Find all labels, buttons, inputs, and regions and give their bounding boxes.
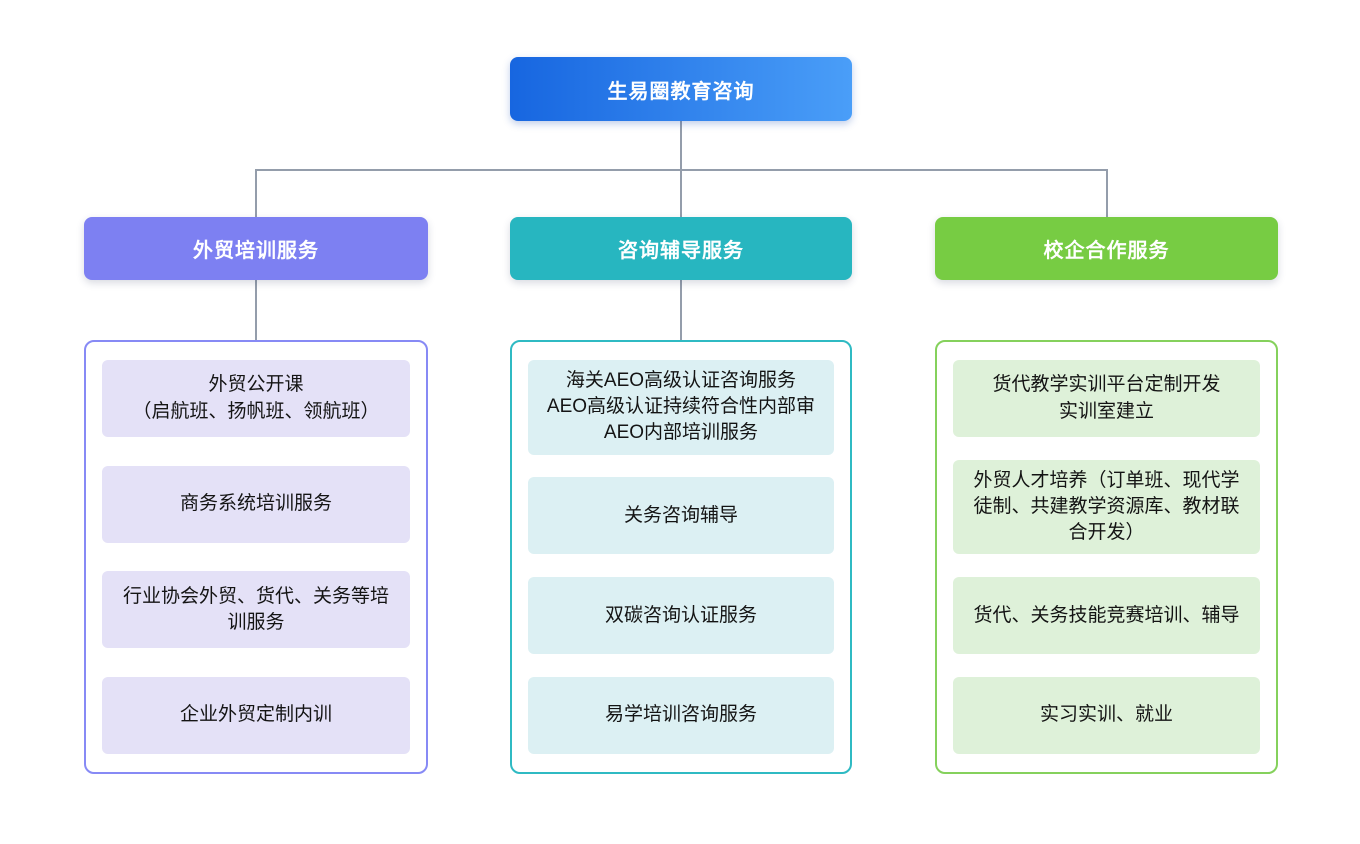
service-item: 实习实训、就业 [953, 677, 1260, 754]
connector-drop-right [1106, 169, 1108, 217]
branch-panel: 外贸公开课 （启航班、扬帆班、领航班） 商务系统培训服务行业协会外贸、货代、关务等… [84, 340, 428, 774]
root-node: 生易圈教育咨询 [510, 57, 852, 121]
branch-header-foreign-trade-training: 外贸培训服务 [84, 217, 428, 280]
service-item: 海关AEO高级认证咨询服务 AEO高级认证持续符合性内部审 AEO内部培训服务 [528, 360, 834, 455]
branch-panel: 海关AEO高级认证咨询服务 AEO高级认证持续符合性内部审 AEO内部培训服务关… [510, 340, 852, 774]
connector-sub-left [255, 280, 257, 340]
service-item: 货代教学实训平台定制开发 实训室建立 [953, 360, 1260, 437]
branch-header-consulting-coaching: 咨询辅导服务 [510, 217, 852, 280]
service-item: 外贸人才培养（订单班、现代学徒制、共建教学资源库、教材联合开发） [953, 459, 1260, 555]
service-item: 外贸公开课 （启航班、扬帆班、领航班） [102, 360, 410, 437]
connector-drop-center [680, 169, 682, 217]
service-item: 行业协会外贸、货代、关务等培训服务 [102, 571, 410, 649]
service-item: 商务系统培训服务 [102, 465, 410, 543]
connector-sub-center [680, 280, 682, 340]
service-item: 关务咨询辅导 [528, 477, 834, 555]
branch-panel: 货代教学实训平台定制开发 实训室建立外贸人才培养（订单班、现代学徒制、共建教学资… [935, 340, 1278, 774]
service-item: 货代、关务技能竞赛培训、辅导 [953, 577, 1260, 655]
service-item: 企业外贸定制内训 [102, 676, 410, 754]
branch-header-school-enterprise-cooperation: 校企合作服务 [935, 217, 1278, 280]
service-item: 易学培训咨询服务 [528, 677, 834, 754]
service-item: 双碳咨询认证服务 [528, 577, 834, 655]
connector-root-down [680, 121, 682, 170]
connector-drop-left [255, 169, 257, 217]
